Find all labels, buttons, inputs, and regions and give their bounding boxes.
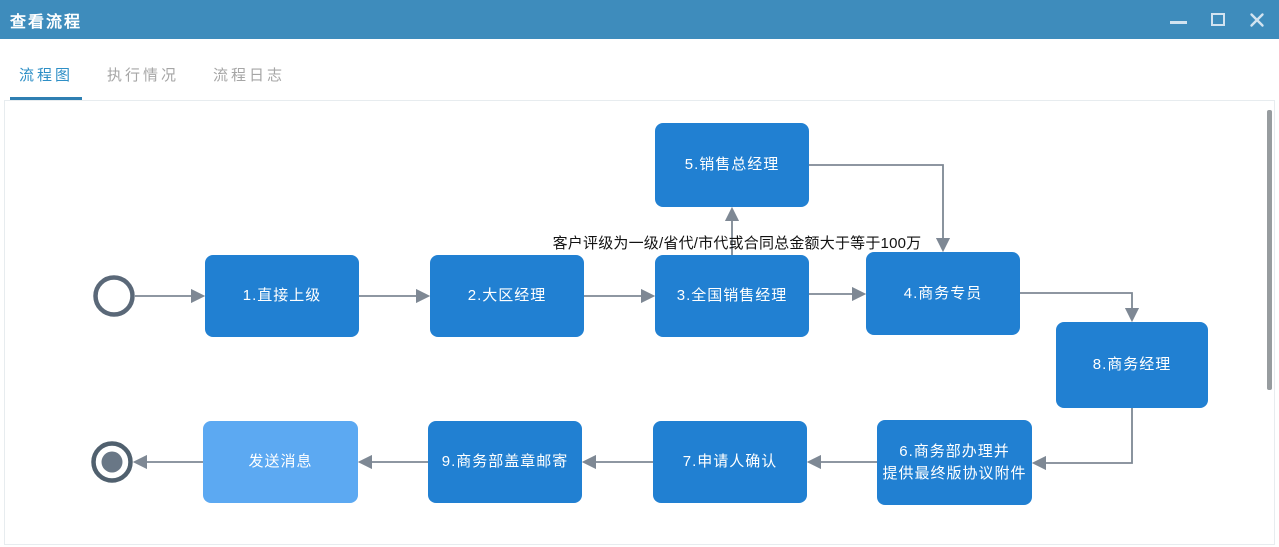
window-controls (1170, 12, 1265, 28)
flowchart-edges (91, 164, 1140, 483)
flow-node-8-business-manager: 8.商务经理 (1056, 322, 1208, 408)
flow-node-send-message: 发送消息 (203, 421, 358, 503)
edge-4-to-8 (1020, 292, 1140, 323)
minimize-icon[interactable] (1170, 21, 1187, 24)
flow-node-9-stamp-and-mail: 9.商务部盖章邮寄 (428, 421, 582, 503)
edge-5-to-4 (809, 164, 951, 253)
start-event-circle (93, 275, 135, 317)
flow-node-7-applicant-confirm: 7.申请人确认 (653, 421, 807, 503)
vertical-scrollbar[interactable] (1267, 110, 1272, 390)
end-event-circle (91, 441, 133, 483)
flow-node-4-business-specialist: 4.商务专员 (866, 252, 1020, 335)
maximize-icon[interactable] (1211, 13, 1225, 26)
flow-node-3-national-sales-manager: 3.全国销售经理 (655, 255, 809, 337)
edge-8-to-6 (1031, 408, 1133, 471)
flowchart-canvas: 1.直接上级 2.大区经理 3.全国销售经理 5.销售总经理 4.商务专员 8.… (4, 100, 1275, 545)
titlebar: 查看流程 (0, 0, 1279, 39)
flow-node-2-region-manager: 2.大区经理 (430, 255, 584, 337)
dialog-title: 查看流程 (10, 13, 83, 31)
condition-annotation: 客户评级为一级/省代/市代或合同总金额大于等于100万 (552, 235, 922, 252)
flow-node-1-direct-superior: 1.直接上级 (205, 255, 359, 337)
tab-bar: 流程图 执行情况 流程日志 (0, 39, 1279, 100)
tab-execution-status[interactable]: 执行情况 (107, 67, 180, 84)
tab-process-log[interactable]: 流程日志 (213, 67, 286, 84)
flow-node-5-sales-general-manager: 5.销售总经理 (655, 123, 809, 207)
tab-flowchart[interactable]: 流程图 (10, 64, 83, 100)
close-icon[interactable] (1249, 12, 1265, 28)
flow-node-6-business-dept-agreement: 6.商务部办理并 提供最终版协议附件 (877, 420, 1032, 505)
